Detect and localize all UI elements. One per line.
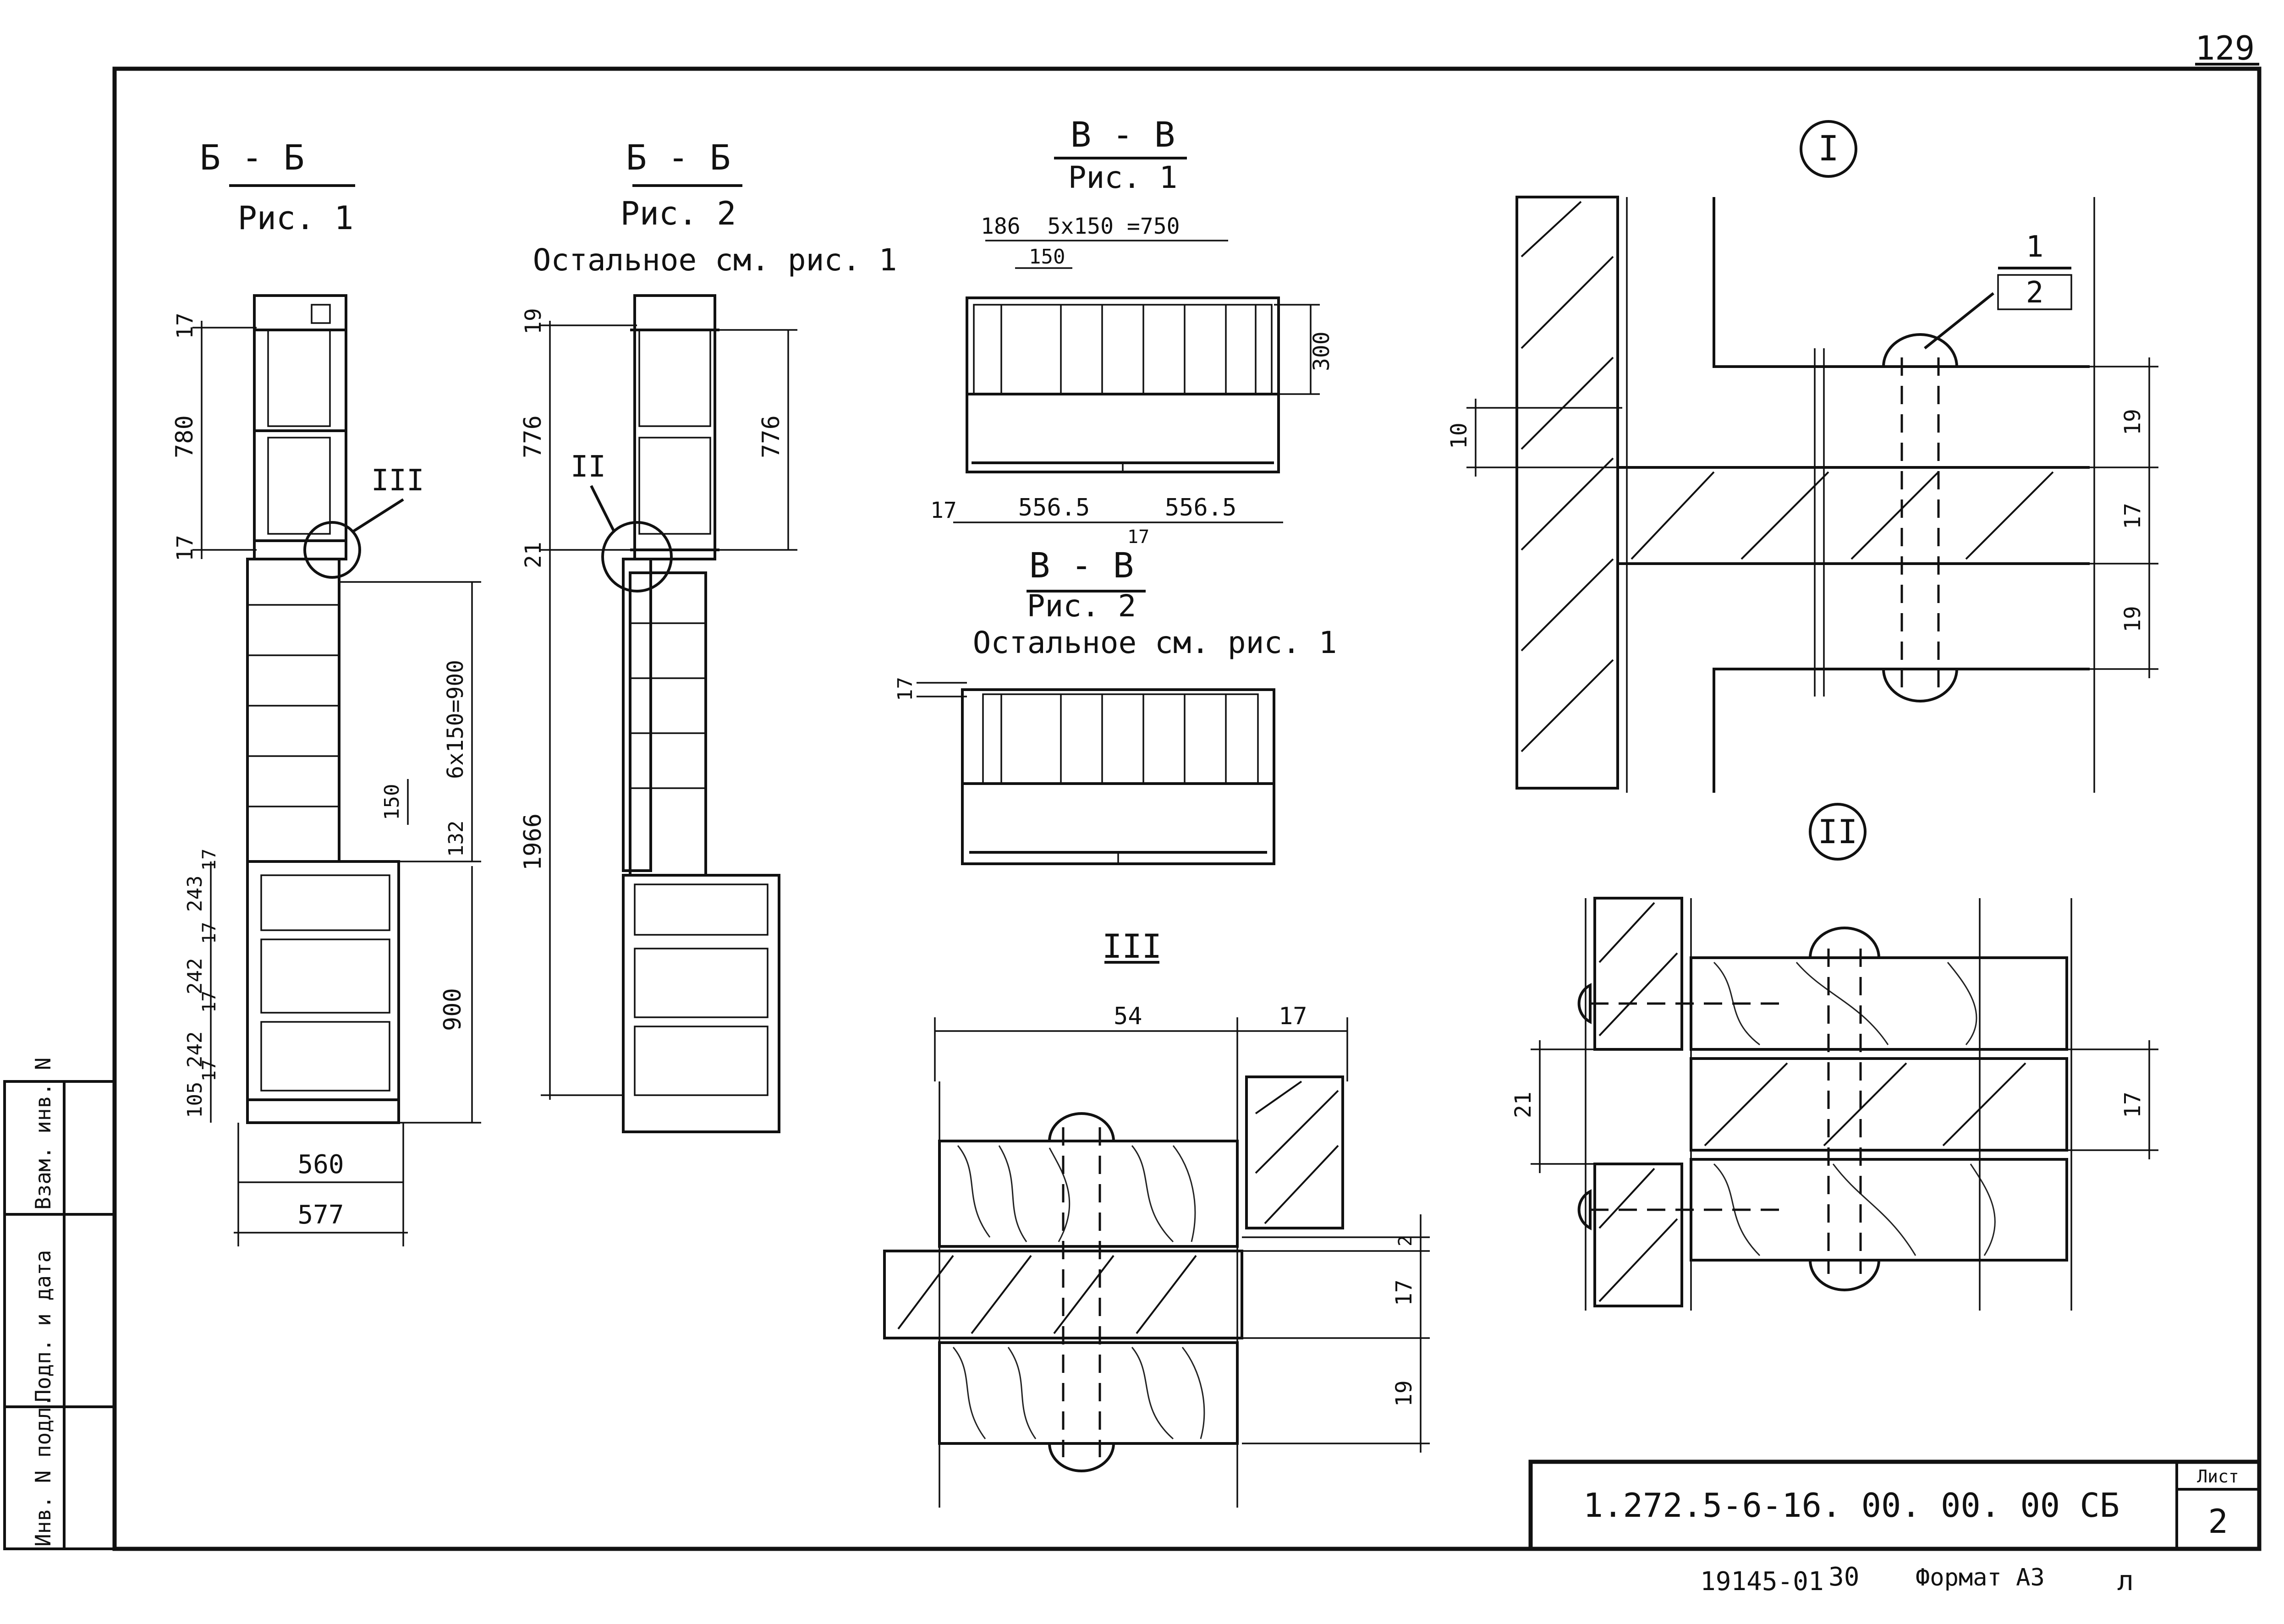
footer: 19145-01 30 Формат А3 л <box>1700 1562 2134 1597</box>
dim-bb1-17d: 17 <box>199 922 220 944</box>
dim-vv2-17: 17 <box>894 677 917 701</box>
sheet-number: 2 <box>2208 1502 2228 1541</box>
dim-vv1-556a: 556.5 <box>1018 494 1090 521</box>
side-stamp: Инв. N подл. Подп. и дата Взам. инв. N <box>3 1058 116 1550</box>
sheet-label: Лист <box>2197 1466 2239 1487</box>
dim-bb2-21: 21 <box>521 542 546 568</box>
footer-mark: л <box>2117 1565 2134 1597</box>
title-block: 1.272.5-6-16. 00. 00. 00 СБ Лист 2 <box>1528 1459 2262 1551</box>
section-vv-fig1: В - В Рис. 1 186 5x150 =750 150 300 17 5… <box>930 114 1334 548</box>
bb2-note: Остальное см. рис. 1 <box>533 242 897 278</box>
stamp-sign-date: Подп. и дата <box>31 1250 55 1402</box>
stamp-replace-inv: Взам. инв. N <box>31 1058 55 1210</box>
dim-d2-21: 21 <box>1510 1092 1536 1118</box>
detail-II-mark: II <box>1818 812 1858 851</box>
dim-d1-19a: 19 <box>2120 409 2146 435</box>
bb1-detail-mark: III <box>371 464 424 498</box>
detail-III: III 54 17 2 17 <box>883 927 1430 1508</box>
footer-copy: 30 <box>1828 1562 1859 1592</box>
dim-vv1-17b: 17 <box>1127 527 1149 548</box>
section-bb-fig2: Б - Б Рис. 2 Остальное см. рис. 1 II 19 … <box>519 137 897 1133</box>
detail-III-mark: III <box>1102 927 1162 966</box>
footer-order: 19145-01 <box>1700 1567 1824 1597</box>
detail-I: I 1 2 10 <box>1446 120 2158 793</box>
section-bb-fig1: Б - Б Рис. 1 III 17 780 17 <box>171 137 481 1246</box>
bb1-title: Б - Б <box>200 137 305 178</box>
dim-bb1-132: 132 <box>445 821 468 857</box>
page-number: 129 <box>2195 29 2255 67</box>
dim-bb1-17a: 17 <box>172 313 198 339</box>
dim-d3-54: 54 <box>1114 1003 1142 1030</box>
callout-bottom: 2 <box>2026 276 2044 310</box>
vv2-sub: Рис. 2 <box>1027 588 1136 624</box>
callout-top: 1 <box>2026 230 2044 264</box>
dim-bb1-17c: 17 <box>199 849 220 871</box>
dim-bb1-17b: 17 <box>172 535 198 561</box>
dim-vv1-5x150: 5x150 =750 <box>1048 214 1180 239</box>
dim-bb1-17e: 17 <box>199 991 220 1013</box>
dim-bb1-900: 900 <box>439 988 467 1031</box>
dim-bb2-776b: 776 <box>758 415 785 458</box>
dim-vv1-556b: 556.5 <box>1165 494 1237 521</box>
bb2-sub: Рис. 2 <box>620 195 736 232</box>
dim-bb1-780: 780 <box>171 415 198 458</box>
dim-bb1-242b: 242 <box>183 1031 207 1068</box>
dim-d3-2: 2 <box>1395 1235 1416 1246</box>
dim-bb1-150: 150 <box>380 784 404 820</box>
drawing-code: 1.272.5-6-16. 00. 00. 00 СБ <box>1583 1486 2119 1525</box>
dim-d1-17: 17 <box>2120 503 2146 529</box>
dim-vv1-300: 300 <box>1309 331 1334 371</box>
dim-d3-17b: 17 <box>1391 1279 1417 1306</box>
footer-format: Формат А3 <box>1916 1564 2045 1591</box>
vv2-note: Остальное см. рис. 1 <box>973 625 1337 660</box>
vv1-sub: Рис. 1 <box>1068 160 1177 195</box>
dim-bb1-577: 577 <box>297 1200 344 1230</box>
dim-d2-17: 17 <box>2120 1092 2146 1118</box>
dim-bb1-560: 560 <box>297 1150 344 1180</box>
bb2-detail-mark: II <box>571 450 606 484</box>
section-vv-fig2: В - В Рис. 2 Остальное см. рис. 1 17 <box>894 545 1337 865</box>
stamp-inv-no: Инв. N подл. <box>31 1394 55 1547</box>
dim-bb1-242a: 242 <box>183 958 207 994</box>
dim-d1-10: 10 <box>1446 422 1472 449</box>
dim-bb2-1966: 1966 <box>519 813 547 871</box>
dim-bb1-243: 243 <box>183 876 207 912</box>
bb2-title: Б - Б <box>626 137 731 178</box>
dim-d1-19b: 19 <box>2120 606 2146 632</box>
dim-bb2-19: 19 <box>521 308 546 335</box>
dim-bb1-105: 105 <box>183 1082 207 1118</box>
detail-I-mark: I <box>1818 128 1839 169</box>
dim-vv1-186: 186 <box>981 214 1021 239</box>
dim-vv1-150: 150 <box>1029 245 1065 269</box>
dim-vv1-17a: 17 <box>930 498 957 523</box>
detail-II: II 21 17 <box>1510 803 2158 1311</box>
drawing-frame <box>112 66 2262 1551</box>
dim-d3-19: 19 <box>1391 1380 1417 1407</box>
dim-bb2-776a: 776 <box>519 415 547 458</box>
dim-d3-17a: 17 <box>1279 1003 1307 1030</box>
vv1-title: В - В <box>1071 114 1175 155</box>
dim-bb1-6x150: 6x150=900 <box>443 660 468 779</box>
bb1-sub: Рис. 1 <box>238 199 354 237</box>
dim-bb1-17f: 17 <box>199 1059 220 1081</box>
vv2-title: В - В <box>1029 545 1134 586</box>
